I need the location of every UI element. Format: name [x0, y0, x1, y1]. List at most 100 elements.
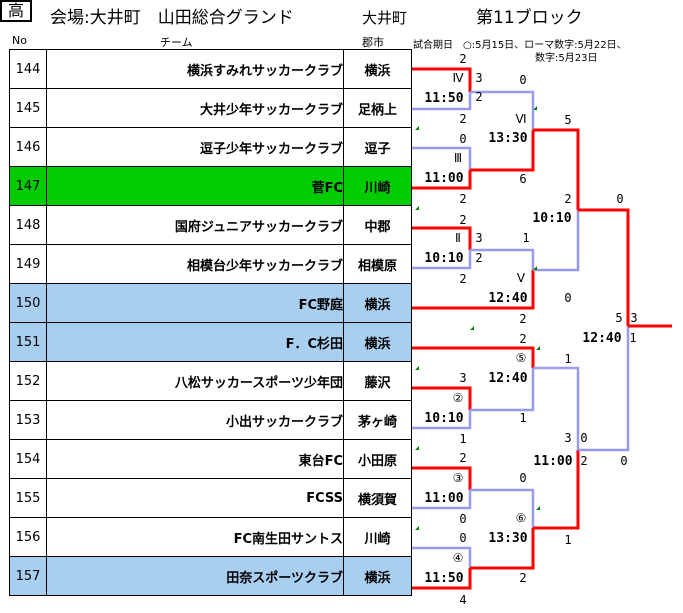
team-name: FC南生田サントス: [46, 517, 344, 557]
schedule-legend-2: 数字:5月23日: [535, 53, 598, 64]
score: 2: [475, 90, 482, 104]
score: 2: [519, 571, 526, 585]
team-name: 田奈スポーツクラブ: [46, 556, 344, 596]
match-id: Ⅴ: [517, 271, 526, 285]
score: 1: [564, 352, 571, 366]
score: 0: [580, 431, 587, 445]
match-id: Ⅲ: [454, 151, 462, 165]
match-time: 11:00: [424, 491, 463, 506]
team-city: 川崎: [343, 517, 412, 557]
match-id: ⑥: [516, 511, 527, 525]
schedule-legend: 試合期日 ○:5月15日、ローマ数字:5月22日、: [413, 40, 627, 51]
corner-mark: [415, 126, 419, 130]
team-name: 小出サッカークラブ: [46, 400, 344, 440]
score: 2: [519, 312, 526, 326]
score: 6: [519, 172, 526, 186]
match-id: Ⅱ: [455, 231, 461, 245]
bracket-line: [470, 528, 535, 570]
score: 0: [620, 454, 627, 468]
score: 2: [475, 251, 482, 265]
match-time: 12:40: [488, 291, 527, 306]
team-number: 144: [9, 49, 47, 89]
score: 1: [564, 533, 571, 547]
score: 0: [459, 132, 466, 146]
match-time: 13:30: [488, 531, 527, 546]
team-name: 東台FC: [46, 439, 344, 479]
team-city: 中郡: [343, 205, 412, 245]
bracket-line: [470, 130, 535, 172]
corner-mark: [533, 266, 537, 270]
match-time: 12:40: [582, 331, 621, 346]
team-name: 横浜すみれサッカークラブ: [46, 49, 344, 89]
category-badge: 高: [0, 0, 32, 22]
corner-mark: [415, 446, 419, 450]
column-city: 郡市: [362, 36, 384, 49]
team-number: 148: [9, 205, 47, 245]
bracket-line: [470, 90, 535, 130]
corner-mark: [415, 366, 419, 370]
score: 2: [459, 451, 466, 465]
score: 0: [616, 192, 623, 206]
team-city: 横須賀: [343, 478, 412, 518]
score: 0: [564, 291, 571, 305]
score: 2: [564, 192, 571, 206]
score: 2: [580, 454, 587, 468]
bracket-line: [412, 466, 472, 490]
score: 0: [459, 512, 466, 526]
bracket-line: [412, 346, 535, 368]
team-city: 足柄上: [343, 88, 412, 128]
score: 1: [519, 411, 526, 425]
score: 1: [629, 331, 636, 345]
team-city: 逗子: [343, 127, 412, 167]
match-time: 11:00: [533, 454, 572, 469]
score: 1: [522, 231, 529, 245]
team-city: 川崎: [343, 166, 412, 206]
bracket-line: [412, 250, 472, 270]
match-time: 11:50: [424, 571, 463, 586]
score: 0: [459, 531, 466, 545]
bracket-line: [533, 366, 580, 450]
match-time: 10:10: [424, 251, 463, 266]
bracket-line: [412, 170, 472, 190]
bracket-line: [412, 386, 472, 410]
team-name: 大井少年サッカークラブ: [46, 88, 344, 128]
team-city: 横浜: [343, 49, 412, 89]
team-city: 横浜: [343, 556, 412, 596]
bracket-line: [412, 490, 472, 510]
match-time: 11:50: [424, 91, 463, 106]
score: 2: [459, 272, 466, 286]
score: 2: [459, 213, 466, 227]
bracket-line: [412, 546, 472, 568]
match-id: Ⅳ: [452, 71, 463, 85]
bracket-line: [533, 128, 580, 210]
team-number: 147: [9, 166, 47, 206]
corner-mark: [533, 106, 537, 110]
bracket-line: [412, 226, 472, 250]
match-id: Ⅵ: [515, 112, 526, 126]
bracket-line: [470, 368, 535, 412]
score: 2: [519, 332, 526, 346]
bracket-line: [412, 146, 472, 170]
score: 3: [630, 311, 637, 325]
bracket-line: [412, 67, 472, 92]
team-name: F．C杉田: [46, 322, 344, 362]
score: 4: [459, 593, 466, 607]
team-name: 逗子少年サッカークラブ: [46, 127, 344, 167]
score: 2: [459, 52, 466, 66]
team-city: 相模原: [343, 244, 412, 284]
bracket-line: [412, 568, 472, 590]
team-number: 150: [9, 283, 47, 323]
match-id: ③: [453, 471, 464, 485]
score: 5: [615, 311, 622, 325]
corner-mark: [470, 326, 474, 330]
score: 3: [459, 371, 466, 385]
